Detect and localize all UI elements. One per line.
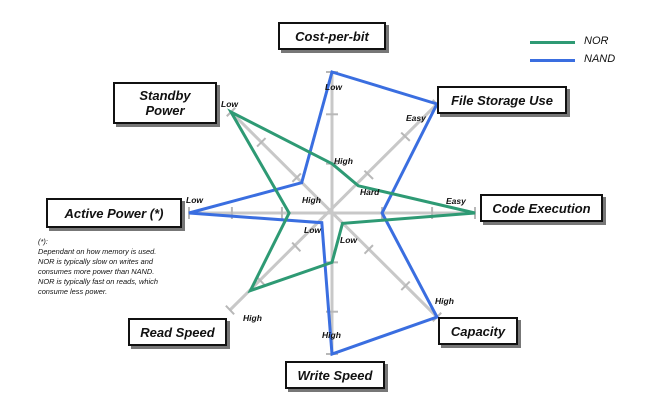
legend-nor-label: NOR <box>584 35 609 47</box>
radar-tick-mark <box>291 172 302 183</box>
tick-standby-low: Low <box>221 99 238 109</box>
axis-label-standby-power: Standby Power <box>113 82 217 124</box>
footnote-line: consumes more power than NAND. <box>38 267 155 276</box>
footnote: (*): Dependant on how memory is used. NO… <box>38 237 210 297</box>
tick-cost-low: Low <box>325 82 342 92</box>
radar-spoke <box>228 102 439 312</box>
axis-label-active-power: Active Power (*) <box>46 198 182 228</box>
axis-label-code-execution: Code Execution <box>480 194 603 222</box>
tick-active-low: Low <box>186 195 203 205</box>
legend-nand-swatch <box>530 59 575 62</box>
radar-tick-mark <box>256 137 267 148</box>
tick-file-easy: Easy <box>406 113 426 123</box>
radar-tick-mark <box>363 244 374 255</box>
footnote-line: NOR is typically fast on reads, which <box>38 277 158 286</box>
tick-capacity-low: Low <box>340 235 357 245</box>
axis-label-cost-per-bit: Cost-per-bit <box>278 22 386 50</box>
radar-tick-mark <box>363 169 374 180</box>
axis-label-capacity: Capacity <box>438 317 518 345</box>
tick-active-high: High <box>302 195 321 205</box>
nand-series-polygon <box>188 70 440 357</box>
tick-read-low: Low <box>304 225 321 235</box>
footnote-line: consume less power. <box>38 287 108 296</box>
tick-write-high: High <box>322 330 341 340</box>
axis-label-read-speed: Read Speed <box>128 318 227 346</box>
nor-series-polygon <box>227 108 476 294</box>
tick-cost-high: High <box>334 156 353 166</box>
tick-code-easy: Easy <box>446 196 466 206</box>
radar-spoke <box>229 110 439 319</box>
radar-tick-mark <box>225 304 235 316</box>
legend-nand-label: NAND <box>584 53 616 65</box>
tick-file-hard: Hard <box>360 187 380 197</box>
footnote-line: NOR is typically slow on writes and <box>38 257 154 266</box>
axis-label-file-storage-use: File Storage Use <box>437 86 567 114</box>
footnote-line: Dependant on how memory is used. <box>38 247 157 256</box>
axis-label-write-speed: Write Speed <box>285 361 385 389</box>
footnote-line: (*): <box>38 237 48 246</box>
radar-tick-mark <box>400 131 411 142</box>
radar-tick-mark <box>400 280 411 291</box>
tick-read-high: High <box>243 313 262 323</box>
legend-nor-swatch <box>530 41 575 44</box>
tick-capacity-high: High <box>435 296 454 306</box>
radar-tick-mark <box>291 241 302 252</box>
